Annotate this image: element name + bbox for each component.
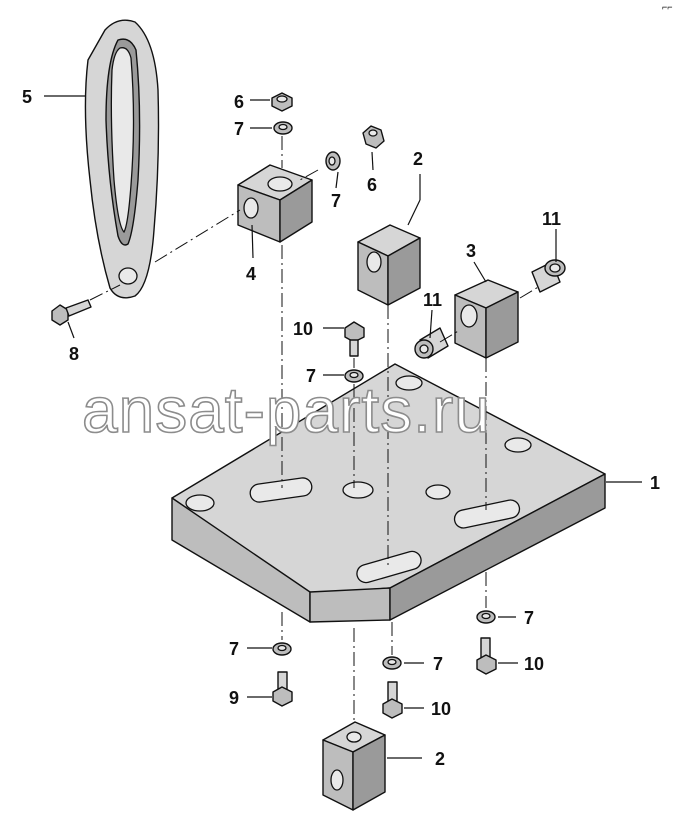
callout-10-bottom-right: 10 — [524, 654, 544, 674]
washer-7-mid — [344, 369, 364, 383]
leader-lines — [44, 95, 642, 759]
washer-7-bottom-right — [476, 610, 496, 624]
callout-11-mid: 11 — [423, 290, 442, 310]
assembly-axes — [89, 136, 541, 722]
sleeve-11-mid — [414, 327, 449, 359]
bolt-10-bottom-right — [476, 637, 497, 675]
nut-6-right — [362, 125, 385, 149]
callout-5: 5 — [22, 87, 32, 107]
washer-7-top — [273, 121, 293, 135]
nut-6-top — [271, 92, 293, 112]
callout-7-top: 7 — [234, 119, 244, 139]
callout-11-top: 11 — [542, 209, 561, 229]
callout-7-right: 7 — [331, 191, 341, 211]
callout-2-bottom: 2 — [435, 749, 445, 769]
washer-7-bottom-mid — [382, 656, 402, 670]
bolt-9 — [272, 671, 293, 707]
corner-mark: ⌐⌐ — [662, 2, 673, 12]
callout-10-bottom-mid: 10 — [431, 699, 451, 719]
bolt-10-bottom-mid — [382, 681, 403, 719]
callout-labels-lower: 1 7 7 7 10 9 10 2 — [229, 473, 660, 769]
watermark: ansat-parts.ru — [82, 374, 491, 446]
bolt-10-top — [344, 321, 365, 357]
part-2-clamp-block-top — [357, 224, 421, 306]
callout-3: 3 — [466, 241, 476, 261]
part-4-bracket-block — [237, 164, 313, 243]
callout-1: 1 — [650, 473, 660, 493]
bolt-8 — [51, 299, 92, 326]
callout-10-top: 10 — [293, 319, 313, 339]
part-3-block — [454, 279, 519, 359]
callout-9: 9 — [229, 688, 239, 708]
washer-7-right — [325, 151, 341, 171]
callout-7-bottom-right: 7 — [524, 608, 534, 628]
part-2-clamp-block-bottom — [322, 721, 386, 811]
sleeve-11-top — [531, 259, 566, 293]
callout-labels: 5 6 7 7 6 2 11 3 4 11 10 8 7 — [22, 87, 561, 386]
callout-4: 4 — [246, 264, 256, 284]
callout-2-top: 2 — [413, 149, 423, 169]
callout-7-mid: 7 — [306, 366, 316, 386]
part-5-curved-bracket — [84, 19, 160, 299]
washer-7-bottom-left — [272, 642, 292, 656]
callout-8: 8 — [69, 344, 79, 364]
callout-7-bottom-mid: 7 — [433, 654, 443, 674]
callout-6-top: 6 — [234, 92, 244, 112]
callout-7-bottom-left: 7 — [229, 639, 239, 659]
callout-6-right: 6 — [367, 175, 377, 195]
